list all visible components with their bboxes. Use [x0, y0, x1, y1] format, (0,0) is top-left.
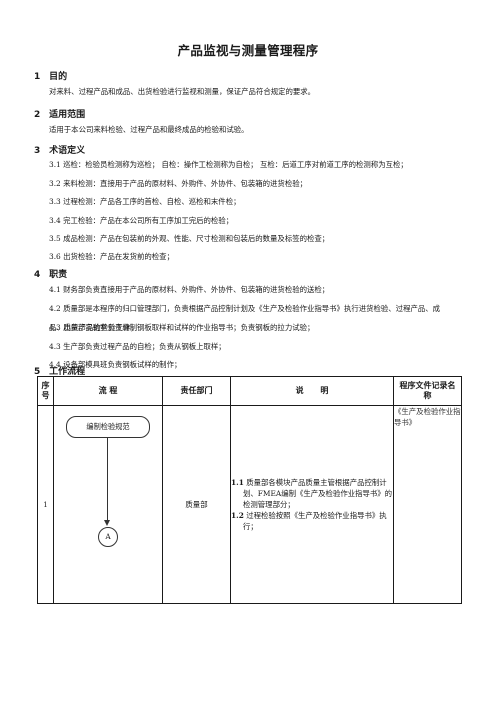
table-row: 1 编制检验规范 A 质量部 1.1 质量部各模块产品质量主管根据产品控制计划、…: [37, 405, 462, 604]
flow-step-box: 编制检验规范: [66, 416, 150, 438]
definition-item: 3.5 成品检测：产品在包装前的外观、性能、尺寸检测和包装后的数量及标签的检查；: [49, 234, 330, 243]
section-title: 术语定义: [49, 146, 86, 156]
responsibility-item: 4.3 生产部负责过程产品的自检；负责从钢板上取样；: [49, 342, 226, 351]
header-desc: 说 明: [230, 376, 394, 406]
section-heading-scope: 2 适用范围: [34, 107, 85, 120]
table-header-row: 序号 流 程 责任部门 说 明 程序文件记录名称: [37, 376, 462, 406]
arrow-down-icon: [104, 520, 110, 526]
section-text-scope: 适用于本公司来料检验、过程产品和最终成品的检验和试验。: [49, 125, 249, 134]
workflow-table: 序号 流 程 责任部门 说 明 程序文件记录名称 1 编制检验规范 A 质量部 …: [37, 376, 462, 604]
section-title: 工作流程: [49, 367, 86, 377]
header-record: 程序文件记录名称: [393, 376, 462, 406]
section-number: 2: [34, 110, 41, 120]
definition-item: 3.2 来料检测：直接用于产品的原材料、外购件、外协件、包装箱的进货检验；: [49, 179, 307, 188]
desc-item: 1.2 过程检验按照《生产及检验作业指导书》执行；: [231, 511, 387, 531]
section-title: 职责: [49, 270, 68, 280]
row-dept: 质量部: [162, 405, 231, 604]
section-heading-responsibilities: 4 职责: [34, 267, 67, 280]
header-num: 序号: [37, 376, 54, 406]
definition-item: 3.1 巡检：检验员检测称为巡检； 自检：操作工检测称为自检； 互检：后道工序对…: [49, 160, 408, 169]
section-number: 3: [34, 146, 41, 156]
responsibility-item: 4.1 财务部负责直接用于产品的原材料、外购件、外协件、包装箱的进货检验的送检；: [49, 285, 330, 294]
flow-cell: 编制检验规范 A: [53, 405, 163, 604]
definition-item: 3.6 出货检验：产品在发货前的检查；: [49, 252, 174, 261]
section-number: 4: [34, 270, 41, 280]
definition-item: 3.3 过程检测：产品各工序的首检、自检、巡检和末件检；: [49, 197, 241, 206]
responsibility-item: 4.4 设备部模具班负责钢板试样的制作；: [49, 360, 182, 369]
row-num: 1: [37, 405, 54, 604]
section-number: 5: [34, 367, 41, 377]
definition-item: 3.4 完工检验：产品在本公司所有工序加工完后的检验；: [49, 216, 234, 225]
section-heading-definitions: 3 术语定义: [34, 143, 85, 156]
row-desc: 1.1 质量部各模块产品质量主管根据产品控制计划、FMEA编制《生产及检验作业指…: [230, 405, 394, 604]
header-dept: 责任部门: [162, 376, 231, 406]
flow-connector-circle: A: [98, 527, 118, 547]
row-record: 《生产及检验作业指导书》: [393, 405, 462, 604]
section-title: 目的: [49, 72, 68, 82]
responsibility-item: 4.3 质量部实验室负责编制钢板取样和试样的作业指导书；负责钢板的拉力试验；: [49, 323, 315, 332]
responsibility-item: 4.2 质量部是本程序的归口管理部门，负责根据产品控制计划及《生产及检验作业指导…: [49, 304, 441, 332]
header-flow: 流 程: [53, 376, 163, 406]
desc-item: 1.1 质量部各模块产品质量主管根据产品控制计划、FMEA编制《生产及检验作业指…: [231, 478, 393, 509]
flow-connector-line: [107, 438, 108, 522]
section-title: 适用范围: [49, 110, 86, 120]
section-heading-purpose: 1 目的: [34, 69, 67, 82]
section-text-purpose: 对来料、过程产品和成品、出货检验进行监视和测量，保证产品符合规定的要求。: [49, 87, 316, 96]
section-heading-workflow: 5 工作流程: [34, 364, 85, 377]
section-number: 1: [34, 72, 41, 82]
page-title: 产品监视与测量管理程序: [177, 43, 319, 58]
